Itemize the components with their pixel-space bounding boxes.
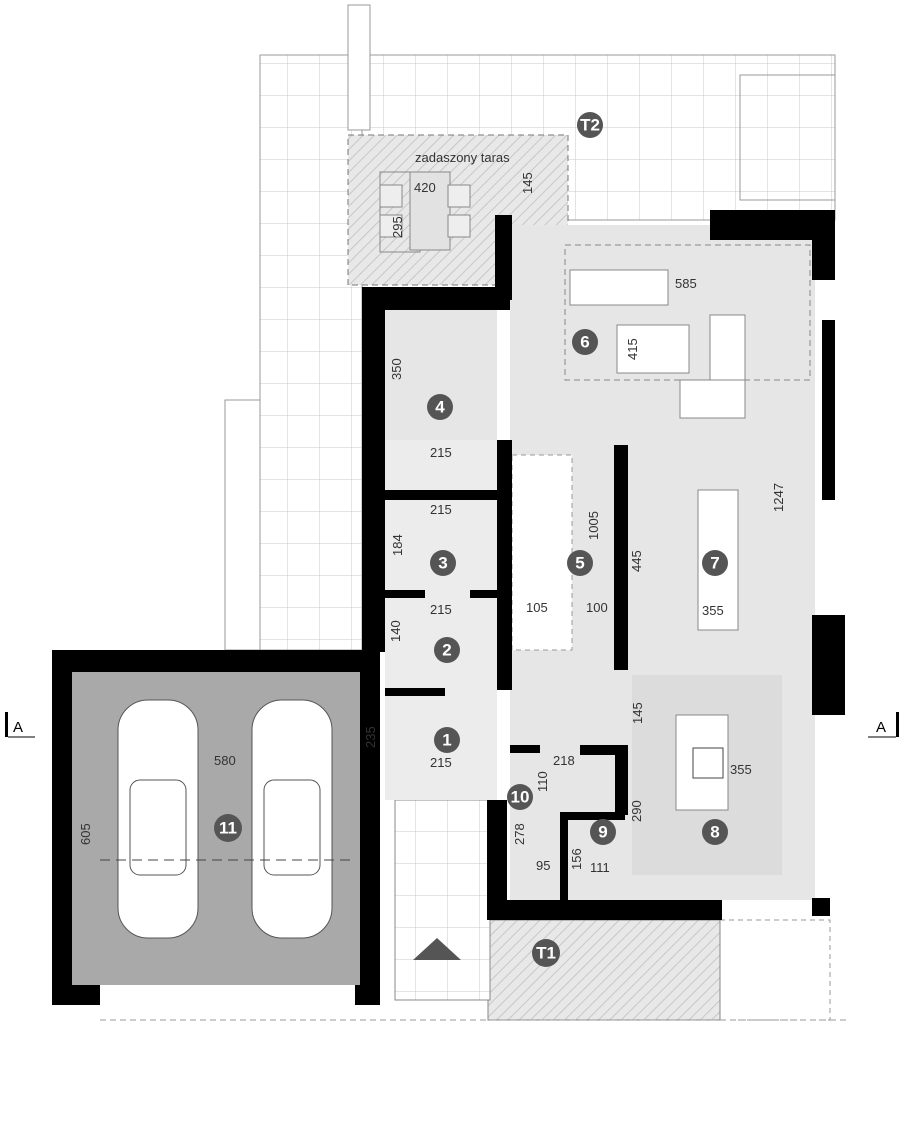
svg-text:3: 3 <box>438 554 447 573</box>
dim-label: 100 <box>586 600 608 615</box>
room-badge-4: 4 <box>427 394 453 420</box>
car-icon <box>117 699 333 939</box>
dim-label: 110 <box>535 771 550 792</box>
svg-text:8: 8 <box>710 823 719 842</box>
section-mark-right: A <box>868 712 899 738</box>
svg-text:1: 1 <box>442 731 451 750</box>
room-badge-1: 1 <box>434 727 460 753</box>
room-badge-t1: T1 <box>532 939 560 967</box>
dim-label: 111 <box>590 860 610 875</box>
svg-text:11: 11 <box>219 819 237 838</box>
svg-text:A: A <box>13 719 23 736</box>
terrace-label: zadaszony taras <box>415 150 510 165</box>
dim-label: 355 <box>702 603 724 618</box>
dim-label: 295 <box>390 216 405 238</box>
room-badge-7: 7 <box>702 550 728 576</box>
room-badge-9: 9 <box>590 819 616 845</box>
dim-label: 585 <box>675 276 697 291</box>
entrance-arrow-icon <box>413 938 461 960</box>
cooktop-icon <box>692 747 724 779</box>
dim-label: 278 <box>512 823 527 845</box>
terrace-t1 <box>100 799 850 1021</box>
dim-label: 218 <box>553 753 575 768</box>
dim-label: 215 <box>430 502 452 517</box>
dim-label: 140 <box>388 620 403 642</box>
room-badge-2: 2 <box>434 637 460 663</box>
room-badge-t2: T2 <box>577 112 603 138</box>
terrace-t2 <box>224 4 836 651</box>
dim-label: 580 <box>214 753 236 768</box>
dim-label: 215 <box>430 755 452 770</box>
room-badge-5: 5 <box>567 550 593 576</box>
room-badge-10: 10 <box>507 784 533 810</box>
dim-label: 420 <box>414 180 436 195</box>
svg-text:4: 4 <box>435 398 445 417</box>
dim-label: 145 <box>630 702 645 724</box>
dim-label: 215 <box>430 445 452 460</box>
room-badge-6: 6 <box>572 329 598 355</box>
room-badge-8: 8 <box>702 819 728 845</box>
svg-text:A: A <box>876 719 886 736</box>
dim-label: 415 <box>625 338 640 360</box>
dim-label: 1005 <box>586 511 601 540</box>
dim-label: 95 <box>536 858 550 873</box>
svg-text:2: 2 <box>442 641 451 660</box>
dim-label: 184 <box>390 534 405 556</box>
room-badge-11: 11 <box>214 814 242 842</box>
section-mark-left: A <box>5 712 35 738</box>
dim-label: 1247 <box>771 483 786 512</box>
dim-label: 145 <box>520 172 535 194</box>
dim-label: 290 <box>629 800 644 822</box>
dim-label: 105 <box>526 600 548 615</box>
dim-label: 350 <box>389 358 404 380</box>
svg-text:10: 10 <box>511 788 530 807</box>
svg-text:9: 9 <box>598 823 607 842</box>
dim-label: 445 <box>629 550 644 572</box>
room-badge-3: 3 <box>430 550 456 576</box>
dim-label: 215 <box>430 602 452 617</box>
svg-text:5: 5 <box>575 554 584 573</box>
svg-text:T1: T1 <box>536 944 556 963</box>
svg-text:T2: T2 <box>580 116 600 135</box>
dim-label: 605 <box>78 823 93 845</box>
dim-label: 156 <box>569 848 584 870</box>
dim-label: 355 <box>730 762 752 777</box>
walls <box>362 210 845 920</box>
dim-label: 235 <box>363 726 378 748</box>
svg-text:7: 7 <box>710 554 719 573</box>
svg-text:6: 6 <box>580 333 589 352</box>
